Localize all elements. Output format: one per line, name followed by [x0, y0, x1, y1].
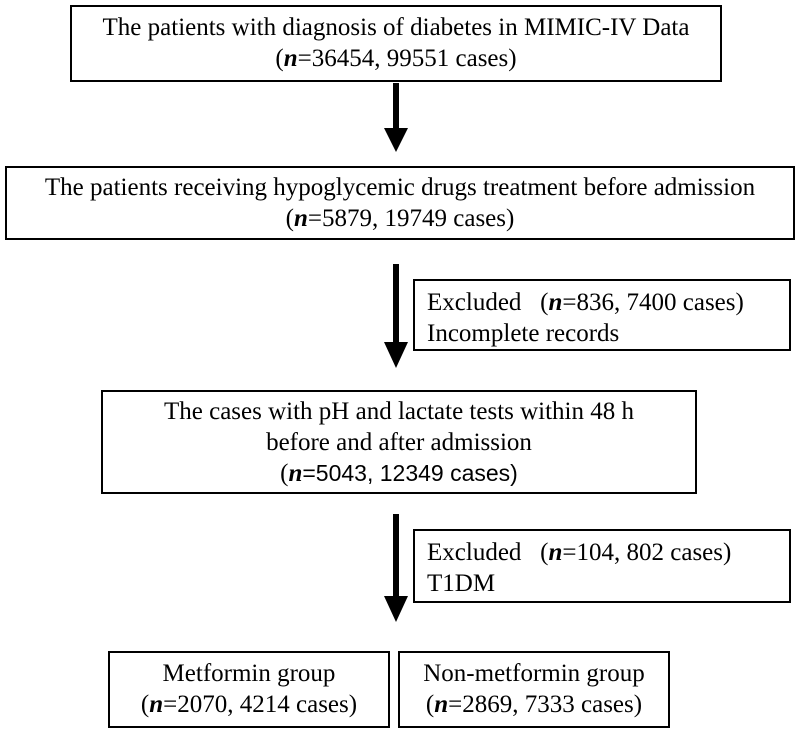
arrow-2-head	[384, 342, 408, 368]
hypoglycemic-drugs-count-value: =5879, 19749 cases)	[307, 205, 515, 232]
hypoglycemic-drugs-text: The patients receiving hypoglycemic drug…	[44, 174, 756, 201]
excluded-incomplete-box: Excluded (n=836, 7400 cases) Incomplete …	[413, 279, 791, 351]
excluded-t1dm-heading: Excluded (n=104, 802 cases)	[427, 539, 732, 566]
non-metformin-group-title: Non-metformin group	[423, 660, 645, 687]
metformin-group-count: (n=2070, 4214 cases)	[140, 691, 358, 718]
excluded-t1dm-box: Excluded (n=104, 802 cases) T1DM	[413, 529, 791, 603]
excluded-t1dm-reason: T1DM	[427, 570, 496, 597]
ph-lactate-text-line1: The cases with pH and lactate tests with…	[163, 398, 635, 425]
n-symbol: n	[149, 691, 164, 718]
hypoglycemic-drugs-box: The patients receiving hypoglycemic drug…	[5, 166, 795, 240]
arrow-3	[384, 514, 408, 622]
excluded-incomplete-count-value: =836, 7400 cases)	[562, 289, 744, 316]
metformin-group-title: Metformin group	[162, 660, 336, 687]
hypoglycemic-drugs-count: (n=5879, 19749 cases)	[285, 205, 515, 232]
mimic-diabetes-count-value: =36454, 99551 cases)	[297, 45, 517, 72]
ph-lactate-text-line2: before and after admission	[266, 429, 532, 456]
n-symbol: n	[294, 205, 308, 232]
arrow-1-head	[384, 128, 408, 152]
ph-lactate-count-value: =5043, 12349 cases)	[302, 460, 518, 486]
mimic-diabetes-text: The patients with diagnosis of diabetes …	[102, 14, 690, 41]
n-symbol: n	[548, 539, 563, 566]
n-symbol: n	[288, 460, 303, 487]
metformin-group-count-value: =2070, 4214 cases)	[163, 691, 358, 718]
ph-lactate-count: (n=5043, 12349 cases)	[280, 460, 518, 487]
arrow-1	[384, 83, 408, 152]
mimic-diabetes-count: (n=36454, 99551 cases)	[275, 45, 517, 72]
excluded-incomplete-title: Excluded	[427, 289, 522, 316]
excluded-t1dm-count-value: =104, 802 cases)	[562, 539, 732, 566]
non-metformin-group-count: (n=2869, 7333 cases)	[425, 691, 643, 718]
n-symbol: n	[434, 691, 449, 718]
metformin-group-box: Metformin group (n=2070, 4214 cases)	[108, 651, 390, 728]
arrow-2	[384, 264, 408, 368]
mimic-diabetes-box: The patients with diagnosis of diabetes …	[70, 5, 722, 82]
non-metformin-group-count-value: =2869, 7333 cases)	[448, 691, 643, 718]
non-metformin-group-box: Non-metformin group (n=2869, 7333 cases)	[398, 651, 670, 728]
n-symbol: n	[548, 289, 563, 316]
n-symbol: n	[283, 45, 298, 72]
excluded-incomplete-reason: Incomplete records	[427, 320, 620, 347]
excluded-t1dm-title: Excluded	[427, 539, 522, 566]
ph-lactate-box: The cases with pH and lactate tests with…	[101, 390, 697, 494]
excluded-incomplete-heading: Excluded (n=836, 7400 cases)	[427, 289, 744, 316]
arrow-3-head	[384, 596, 408, 622]
